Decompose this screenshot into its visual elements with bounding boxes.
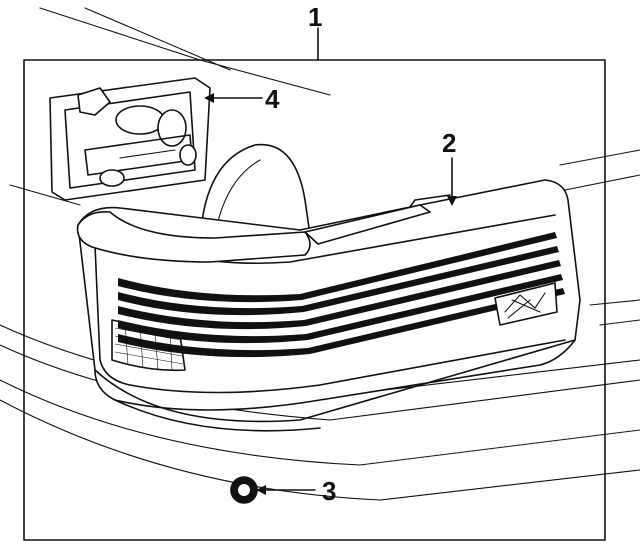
callout-4: 4: [265, 84, 280, 114]
reflector-grid: [111, 319, 186, 372]
bulb-socket-assembly: [49, 77, 211, 201]
tail-lamp-lens: [76, 179, 581, 432]
callout-2: 2: [442, 128, 456, 158]
callout-1: 1: [308, 2, 322, 32]
lens-emblem: [494, 282, 558, 326]
assembly-frame: [23, 59, 606, 541]
callout-labels: 1 2 3 4: [265, 2, 456, 506]
grommet-nut: [230, 476, 258, 504]
callout-3: 3: [322, 476, 336, 506]
leader-lines: [204, 27, 457, 495]
